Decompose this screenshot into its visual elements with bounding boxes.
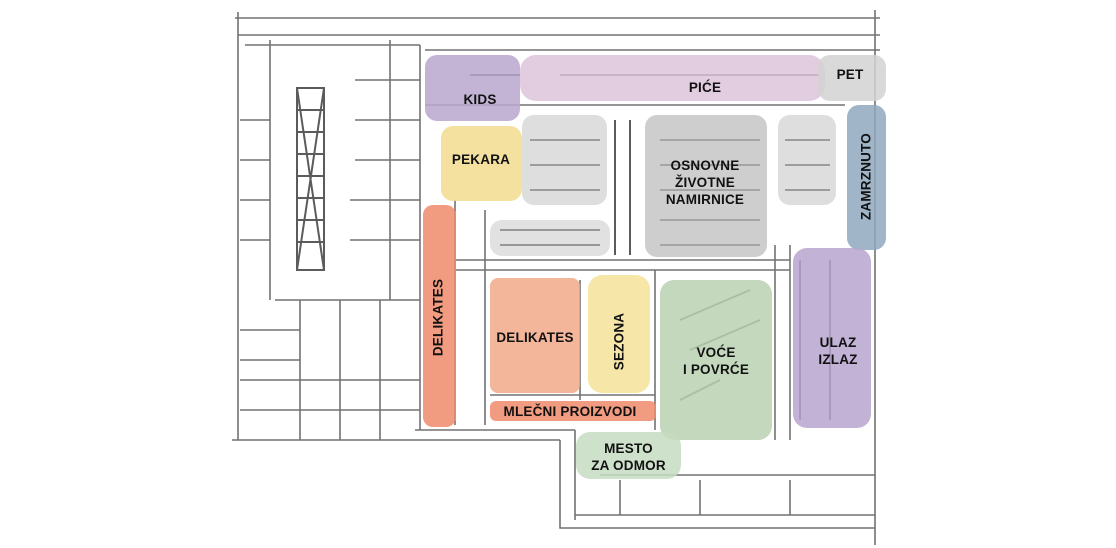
label-pet: PET [836,67,864,82]
label-mlecni: MLEČNI PROIZVODI [503,404,637,419]
label-osnovne-line2: ŽIVOTNE [675,175,735,190]
label-kids: KIDS [463,92,497,107]
zone-delikates[interactable] [490,278,580,393]
label-pice: PIĆE [688,80,722,95]
label-osnovne: OSNOVNE ŽIVOTNE NAMIRNICE [650,157,760,208]
label-ulaz-line1: ULAZ [819,335,857,350]
zone-sezona[interactable] [588,275,650,393]
label-voce-line1: VOĆE [696,345,736,360]
label-voce: VOĆE I POVRĆE [660,344,772,378]
zone-mlecni[interactable] [490,401,656,421]
zone-zamrznuto[interactable] [847,105,886,250]
zone-osnovne[interactable] [645,115,767,257]
zone-pet[interactable] [818,55,886,101]
zone-shelves-c [490,220,610,256]
label-sezona: SEZONA [611,312,627,371]
label-mesto: MESTO ZA ODMOR [576,440,681,474]
label-ulaz: ULAZ IZLAZ [808,334,868,368]
label-delikates: DELIKATES [496,330,574,345]
label-mesto-line2: ZA ODMOR [591,458,666,473]
label-voce-line2: I POVRĆE [682,362,750,377]
label-ulaz-line2: IZLAZ [818,352,858,367]
zone-pice[interactable] [520,55,825,101]
label-pekara: PEKARA [451,152,511,167]
zone-delikates-side[interactable] [423,205,456,427]
zone-ulaz[interactable] [793,248,871,428]
label-zamrznuto: ZAMRZNUTO [858,132,874,221]
zone-voce[interactable] [660,280,772,440]
label-osnovne-line1: OSNOVNE [670,158,740,173]
zone-kids[interactable] [425,55,520,121]
zone-mesto[interactable] [576,432,681,479]
zone-shelves-b [778,115,836,205]
zone-pekara[interactable] [441,126,522,201]
label-osnovne-line3: NAMIRNICE [665,192,745,207]
label-delikates-side: DELIKATES [430,278,446,357]
label-mesto-line1: MESTO [604,441,653,456]
zone-shelves-a [522,115,607,205]
